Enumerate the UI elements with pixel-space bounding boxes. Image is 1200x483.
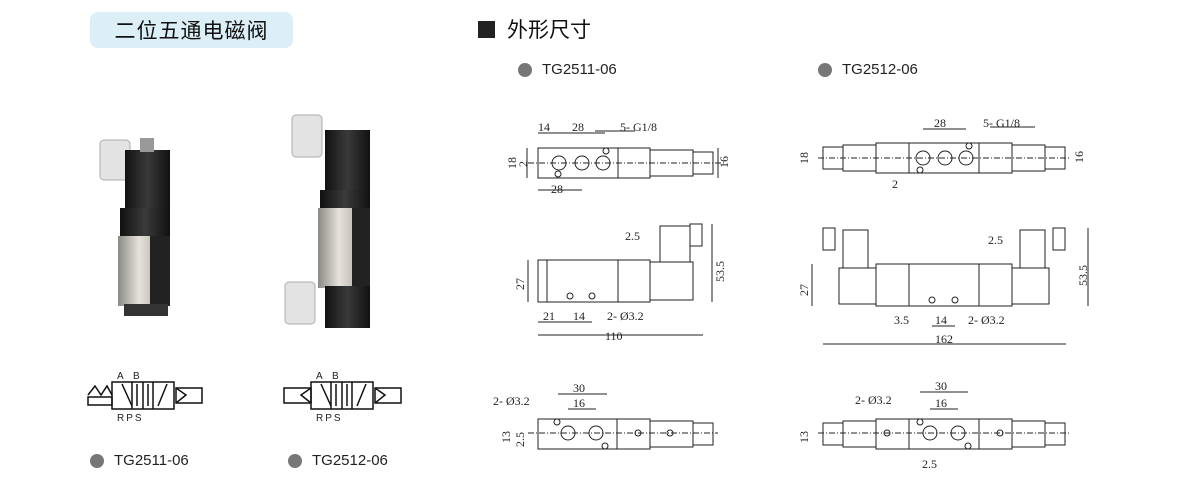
- drawing-label-single: TG2511-06: [518, 61, 617, 78]
- bullet-icon: [818, 62, 832, 77]
- svg-text:16: 16: [717, 156, 731, 168]
- svg-text:2- Ø3.2: 2- Ø3.2: [607, 309, 644, 323]
- svg-text:18: 18: [797, 152, 811, 164]
- valve-photo-single: [99, 138, 170, 316]
- svg-text:18: 18: [505, 157, 519, 169]
- svg-text:13: 13: [797, 431, 811, 443]
- product-title: 二位五通电磁阀: [90, 12, 293, 48]
- bullet-icon: [90, 453, 104, 468]
- valve-photo-double: [284, 114, 370, 328]
- svg-text:14: 14: [573, 309, 585, 323]
- drawing-single-top: 14 28 5- G1/8 28 18 2 16: [505, 120, 731, 196]
- svg-text:110: 110: [605, 329, 623, 343]
- photo-label-single: TG2511-06: [90, 452, 189, 469]
- svg-text:30: 30: [573, 381, 585, 395]
- svg-text:2- Ø3.2: 2- Ø3.2: [493, 394, 530, 408]
- svg-text:16: 16: [935, 396, 947, 410]
- svg-text:2.5: 2.5: [513, 432, 527, 447]
- svg-text:5- G1/8: 5- G1/8: [983, 116, 1020, 130]
- pneumatic-symbol-single: A B RPS: [87, 371, 203, 424]
- bullet-icon: [288, 453, 302, 468]
- svg-text:13: 13: [499, 431, 513, 443]
- svg-text:27: 27: [513, 278, 527, 290]
- svg-text:RPS: RPS: [316, 413, 343, 424]
- svg-text:RPS: RPS: [117, 413, 144, 424]
- square-bullet-icon: [478, 20, 495, 38]
- svg-text:28: 28: [551, 182, 563, 196]
- svg-text:B: B: [133, 371, 140, 382]
- svg-text:5- G1/8: 5- G1/8: [620, 120, 657, 134]
- drawing-single-bottom: 30 16 2- Ø3.2 13 2.5: [493, 381, 718, 450]
- svg-text:2: 2: [516, 161, 530, 167]
- svg-text:2- Ø3.2: 2- Ø3.2: [855, 393, 892, 407]
- svg-text:16: 16: [573, 396, 585, 410]
- svg-text:A: A: [117, 371, 124, 382]
- drawing-double-bottom: 30 16 2- Ø3.2 13 2.5: [797, 379, 1070, 471]
- svg-text:2: 2: [892, 177, 898, 191]
- drawing-single-side: 2.5 27 53.5 21 14 2- Ø3.2 110: [513, 223, 727, 343]
- svg-text:2.5: 2.5: [922, 457, 937, 471]
- section-title: 外形尺寸: [507, 18, 591, 42]
- svg-text:53.5: 53.5: [713, 261, 727, 282]
- drawing-double-top: 28 5- G1/8 18 2 16: [797, 116, 1086, 191]
- photo-label-double: TG2512-06: [288, 452, 388, 469]
- svg-text:28: 28: [934, 116, 946, 130]
- model-name: TG2512-06: [842, 61, 918, 78]
- svg-text:21: 21: [543, 309, 555, 323]
- model-name: TG2512-06: [312, 452, 388, 469]
- drawing-double-side: 2.5 27 53.5 3.5 14 2- Ø3.2 162: [797, 227, 1090, 346]
- section-heading: 外形尺寸: [478, 14, 591, 44]
- svg-text:53.5: 53.5: [1076, 265, 1090, 286]
- svg-text:14: 14: [538, 120, 550, 134]
- svg-text:A: A: [316, 371, 323, 382]
- svg-text:14: 14: [935, 313, 947, 327]
- svg-text:27: 27: [797, 284, 811, 296]
- svg-text:2.5: 2.5: [988, 233, 1003, 247]
- model-name: TG2511-06: [542, 61, 617, 78]
- svg-text:28: 28: [572, 120, 584, 134]
- svg-text:162: 162: [935, 332, 953, 346]
- svg-text:2.5: 2.5: [625, 229, 640, 243]
- svg-text:30: 30: [935, 379, 947, 393]
- svg-text:16: 16: [1072, 151, 1086, 163]
- drawing-label-double: TG2512-06: [818, 61, 918, 78]
- svg-text:B: B: [332, 371, 339, 382]
- pneumatic-symbol-double: A B RPS: [283, 371, 402, 424]
- svg-text:2- Ø3.2: 2- Ø3.2: [968, 313, 1005, 327]
- model-name: TG2511-06: [114, 452, 189, 469]
- svg-text:3.5: 3.5: [894, 313, 909, 327]
- bullet-icon: [518, 62, 532, 77]
